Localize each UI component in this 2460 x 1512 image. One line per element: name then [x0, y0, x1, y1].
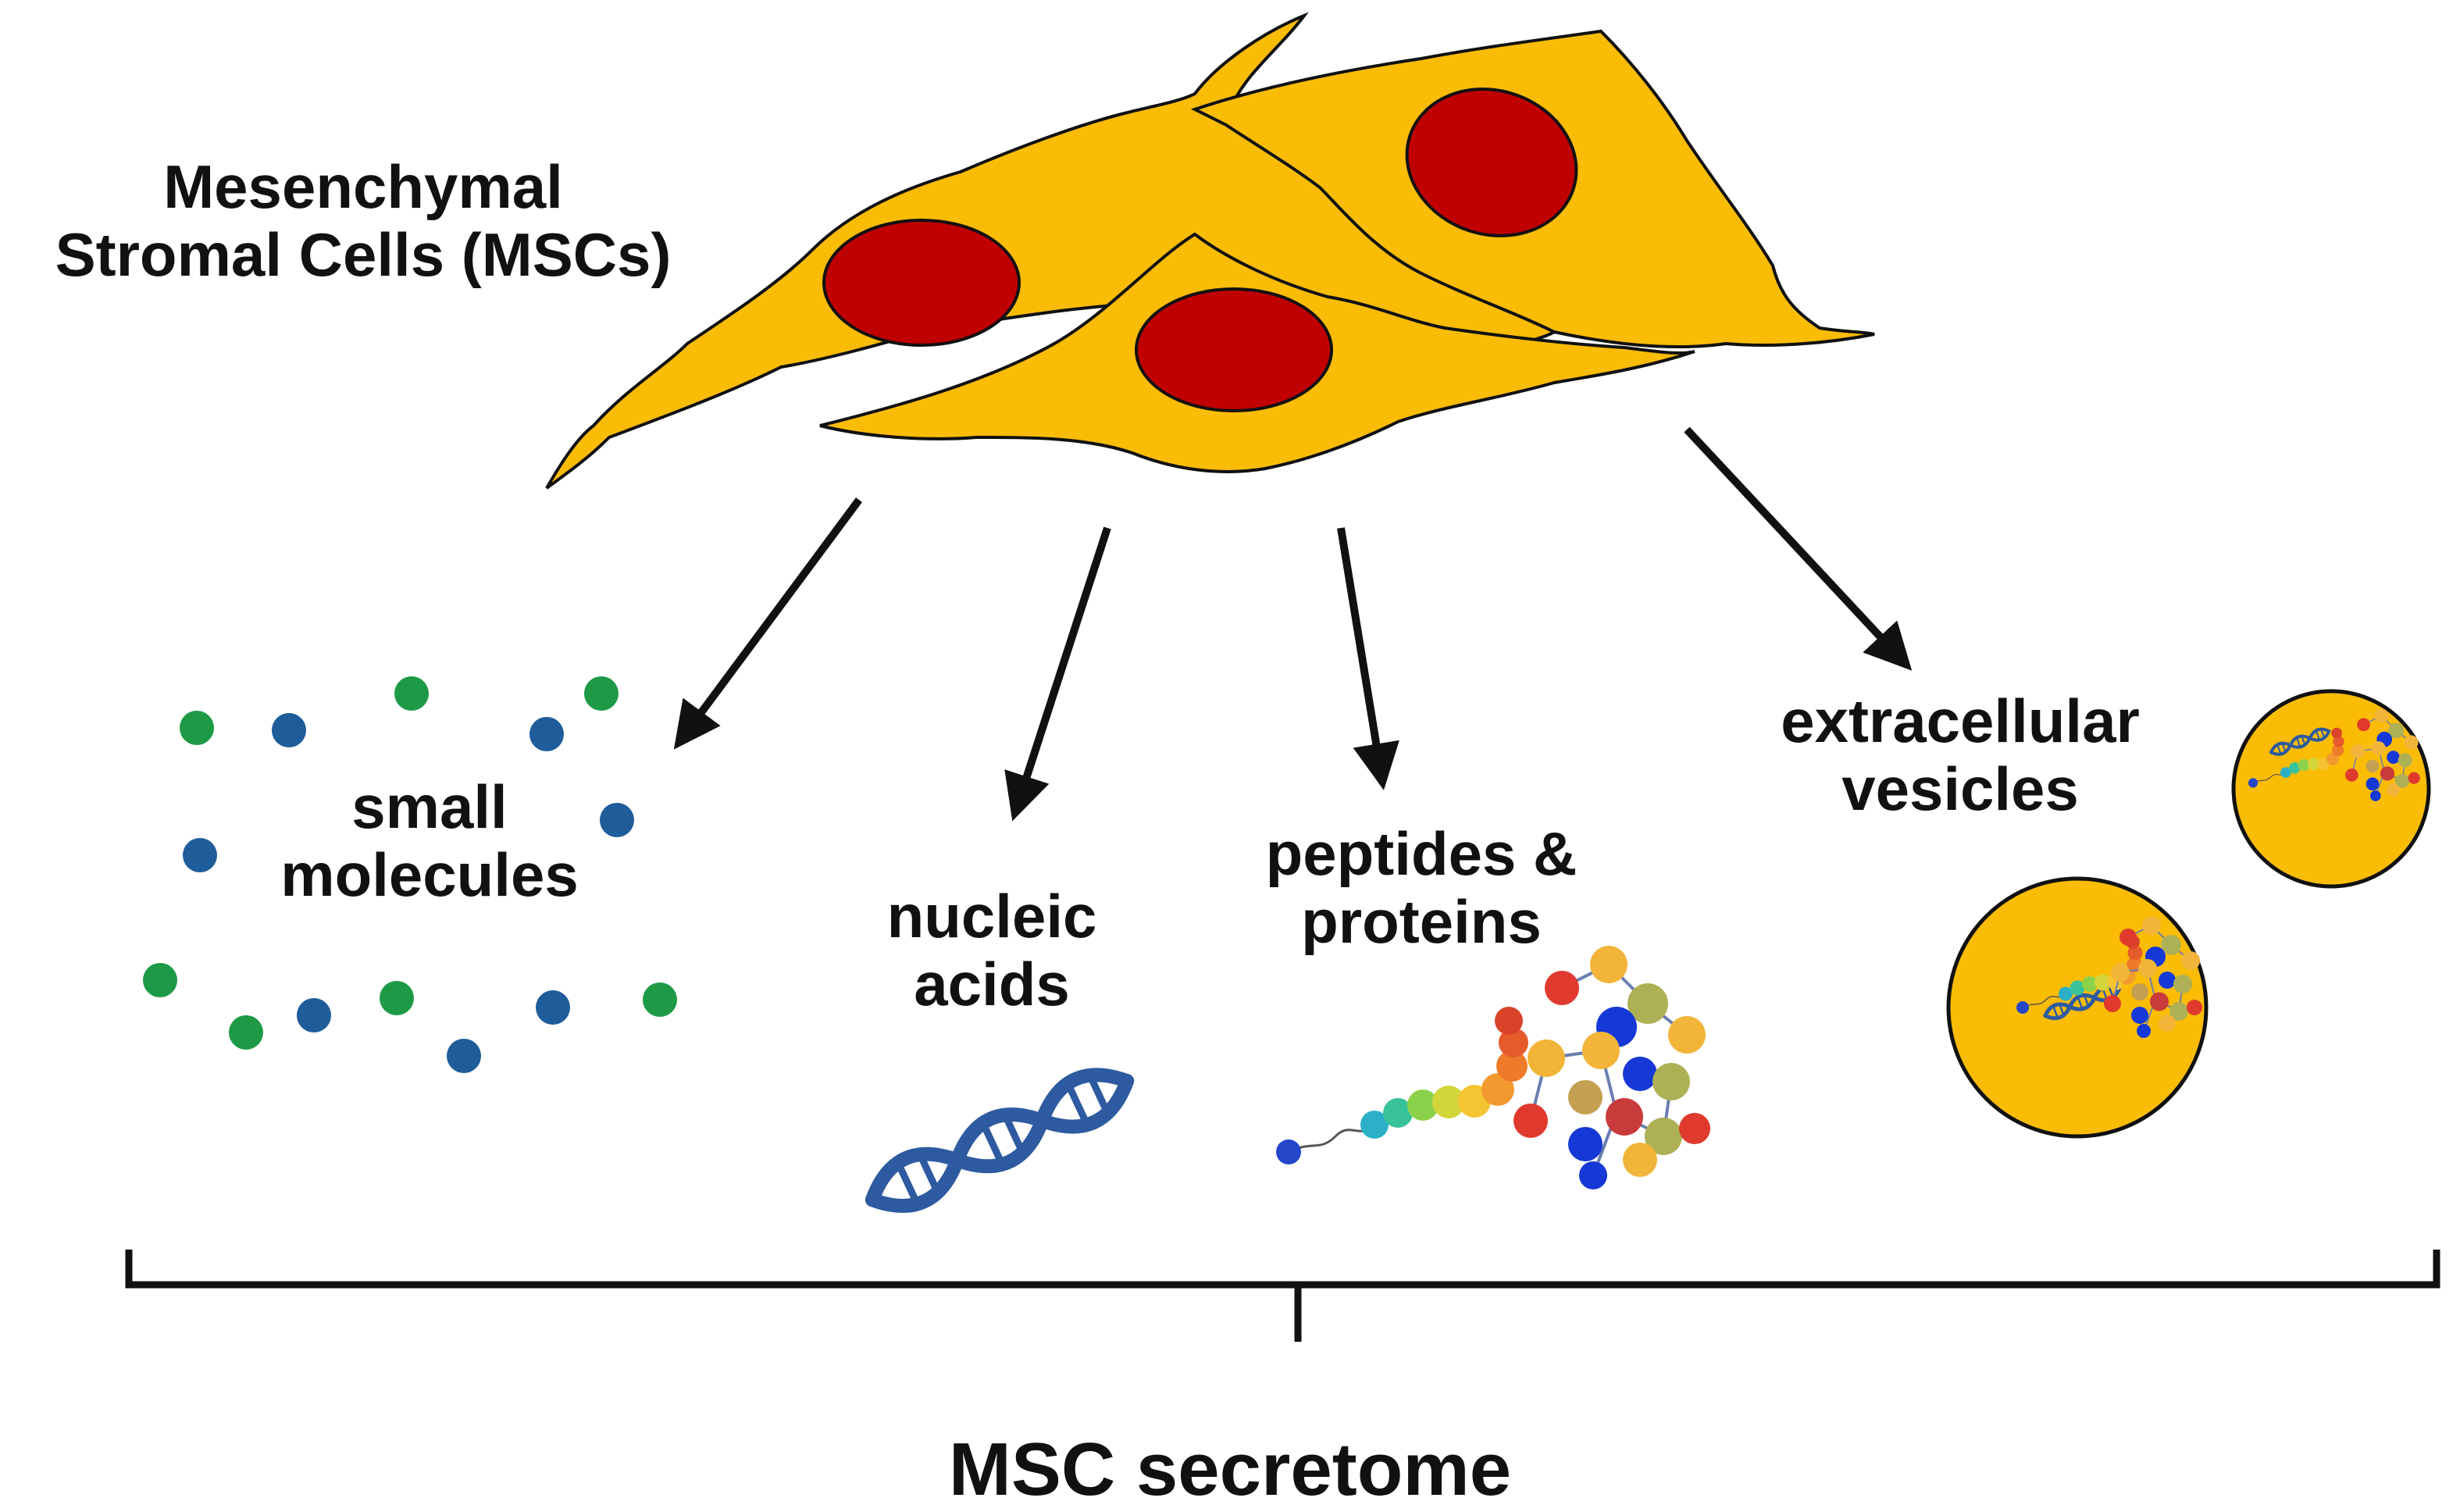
dna-icon: [862, 1060, 1137, 1221]
nucleic-acids-line-2: acids: [914, 950, 1070, 1019]
peptide-chain-icon: [1275, 1005, 1530, 1166]
nucleic-acids-line-1: nucleic: [886, 882, 1097, 950]
small-molecules-dots: [143, 676, 677, 1073]
secretion-arrows: [673, 426, 1913, 822]
secretome-label: MSC secretome: [948, 1428, 1512, 1511]
msc-title-label: Mesenchymal Stromal Cells (MSCs): [0, 152, 726, 290]
vesicle-icon: [1946, 876, 2209, 1139]
msc-cell-group: [545, 12, 1875, 490]
peptides-proteins-line-1: peptides &: [1265, 819, 1578, 888]
molecule-dot-icon: [584, 676, 619, 711]
msc-title-line-1: Mesenchymal: [163, 152, 563, 221]
molecule-dot-icon: [643, 982, 677, 1017]
small-molecules-line-1: small: [351, 772, 508, 841]
extracellular-vesicles-label: extracellular vesicles: [1718, 686, 2202, 824]
extracellular-vesicles-line-2: vesicles: [1841, 754, 2079, 824]
molecule-dot-icon: [529, 717, 564, 751]
nucleus-icon: [1405, 87, 1578, 237]
vesicle-icon: [2231, 689, 2431, 889]
nucleic-acids-label: nucleic acids: [797, 882, 1187, 1019]
molecule-dot-icon: [183, 838, 217, 872]
molecule-dot-icon: [536, 990, 570, 1025]
secretome-bracket: [125, 1250, 2440, 1342]
arrow-to-extracellular-vesicles: [1684, 426, 1913, 671]
arrow-to-small-molecules: [673, 497, 863, 750]
extracellular-vesicles-line-1: extracellular: [1781, 686, 2140, 755]
molecule-dot-icon: [447, 1039, 481, 1073]
arrow-to-peptides-proteins: [1337, 527, 1399, 790]
molecule-dot-icon: [229, 1015, 263, 1050]
small-molecules-label: small molecules: [234, 772, 625, 910]
peptides-proteins-label: peptides & proteins: [1203, 819, 1640, 957]
arrow-to-nucleic-acids: [1004, 526, 1111, 822]
molecule-dot-icon: [600, 803, 634, 837]
molecule-dot-icon: [394, 676, 429, 711]
molecule-dot-icon: [143, 963, 177, 997]
peptides-proteins-line-2: proteins: [1301, 887, 1542, 957]
molecule-dot-icon: [180, 711, 214, 745]
molecule-dot-icon: [272, 713, 306, 747]
nucleus-icon: [1135, 287, 1333, 412]
nucleus-icon: [822, 219, 1021, 347]
msc-title-line-2: Stromal Cells (MSCs): [55, 220, 672, 290]
protein-cluster-icon: [1512, 944, 1712, 1191]
molecule-dot-icon: [380, 981, 414, 1015]
molecule-dot-icon: [297, 998, 331, 1032]
small-molecules-line-2: molecules: [280, 840, 579, 910]
